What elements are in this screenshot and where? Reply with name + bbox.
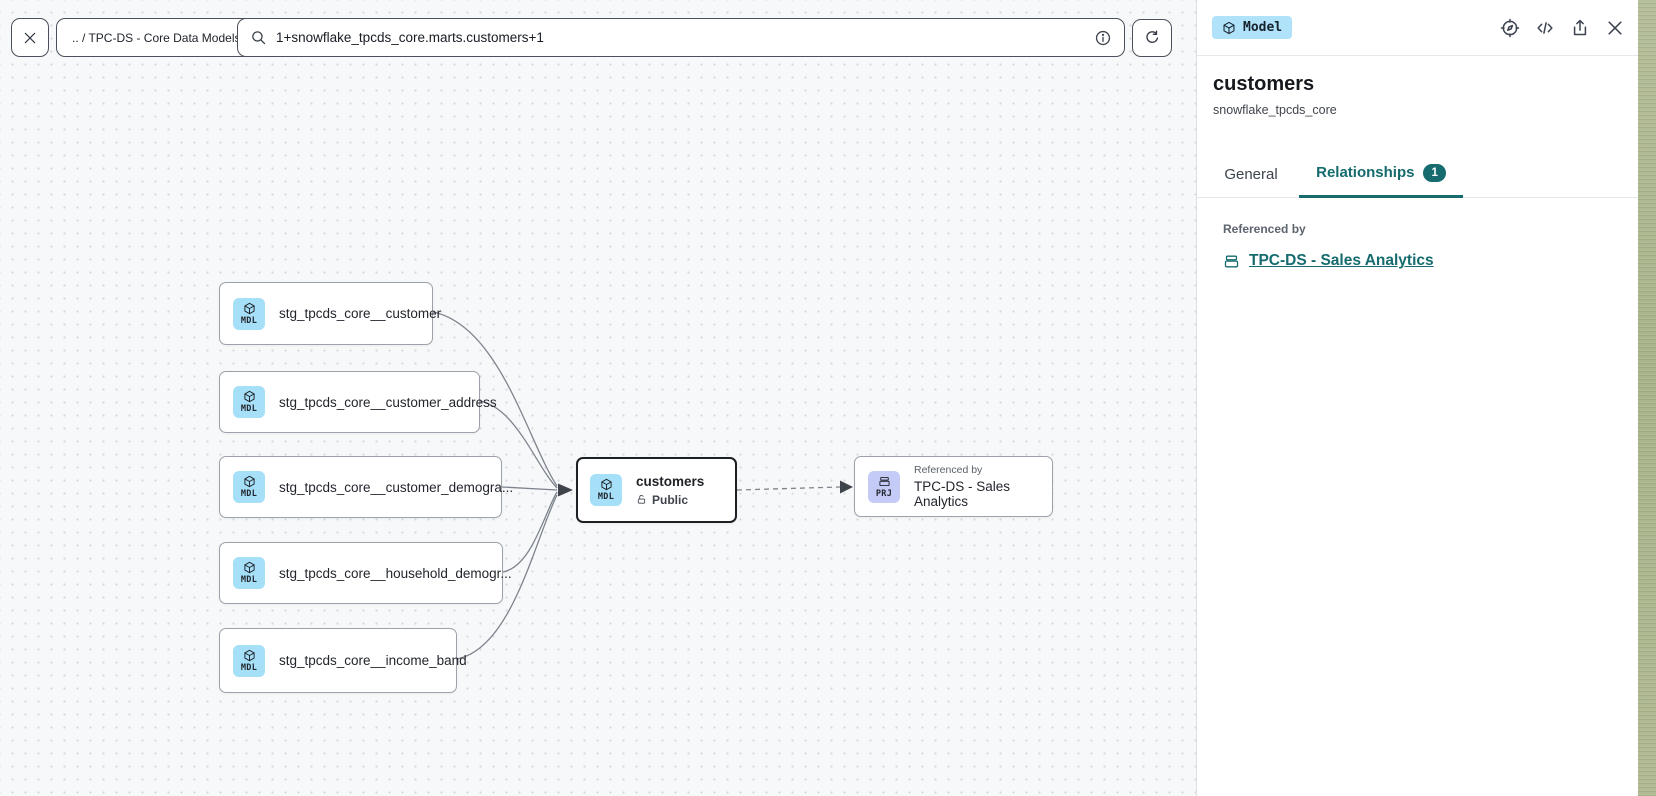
cube-icon [243, 649, 255, 661]
referenced-by-item[interactable]: TPC-DS - Sales Analytics [1223, 252, 1638, 270]
close-icon [1608, 21, 1622, 35]
explore-lineage-button[interactable] [1499, 17, 1521, 39]
refresh-lineage-button[interactable] [1132, 19, 1172, 57]
model-node-badge: MDL [590, 474, 622, 506]
lineage-search[interactable] [237, 18, 1125, 57]
project-node-badge: PRJ [868, 470, 900, 503]
search-input[interactable] [276, 30, 1094, 45]
close-lineage-button[interactable] [11, 18, 49, 57]
node-label: TPC-DS - Sales Analytics [914, 479, 1011, 509]
share-icon [1573, 19, 1587, 36]
node-type-tag: MDL [597, 492, 615, 502]
node-label: stg_tpcds_core__customer_address [279, 394, 497, 410]
model-node-badge: MDL [233, 297, 265, 330]
model-node-stg-tpcds-core-customer-address[interactable]: MDL stg_tpcds_core__customer_address [219, 371, 497, 433]
model-node-badge: MDL [233, 557, 265, 589]
relationships-tab-content: Referenced by TPC-DS - Sales Analytics [1197, 199, 1638, 796]
lineage-edges [432, 311, 853, 660]
share-button[interactable] [1569, 17, 1591, 39]
lineage-canvas[interactable]: MDL stg_tpcds_core__customer MDL stg_tpc… [0, 0, 1196, 796]
tab-label: Relationships [1316, 164, 1415, 181]
cube-icon [243, 475, 255, 488]
close-icon [24, 32, 36, 43]
model-node-badge: MDL [233, 386, 265, 418]
referenced-by-link[interactable]: TPC-DS - Sales Analytics [1249, 252, 1434, 269]
node-label: stg_tpcds_core__income_band [279, 653, 467, 668]
cube-icon [1223, 21, 1235, 34]
model-node-stg-tpcds-core-customer[interactable]: MDL stg_tpcds_core__customer [219, 282, 441, 345]
resource-type-badge: Model [1212, 16, 1293, 39]
node-visibility: Public [652, 492, 689, 507]
details-panel: Model customers snowflake_tpcds_core [1196, 0, 1638, 796]
node-type-tag: MDL [240, 489, 258, 499]
project-node-tpcds-sales-analytics[interactable]: PRJ Referenced by TPC-DS - Sales Analyti… [854, 456, 1053, 517]
refresh-icon [1146, 30, 1159, 43]
node-label: stg_tpcds_core__customer_demogra... [279, 479, 514, 495]
tab-relationships[interactable]: Relationships 1 [1299, 150, 1463, 198]
cube-icon [243, 561, 255, 574]
node-label: stg_tpcds_core__customer [279, 306, 442, 321]
node-type-tag: PRJ [875, 488, 893, 499]
model-node-badge: MDL [233, 644, 265, 677]
node-label: customers [636, 473, 705, 489]
panel-header: Model [1197, 0, 1638, 56]
archive-icon [1224, 255, 1239, 267]
model-node-stg-tpcds-core-customer-demographics[interactable]: MDL stg_tpcds_core__customer_demogra... [219, 456, 513, 518]
model-node-stg-tpcds-core-household-demographics[interactable]: MDL stg_tpcds_core__household_demogr... [219, 542, 512, 604]
archive-icon [878, 476, 890, 486]
node-type-tag: MDL [240, 404, 258, 414]
breadcrumb[interactable]: .. / TPC-DS - Core Data Models [56, 18, 257, 57]
resource-type-label: Model [1243, 20, 1283, 35]
lock-open-icon [637, 494, 646, 504]
view-code-button[interactable] [1534, 17, 1556, 39]
close-panel-button[interactable] [1604, 17, 1626, 39]
tab-general[interactable]: General [1213, 150, 1289, 198]
search-icon [252, 31, 266, 45]
model-node-badge: MDL [233, 471, 265, 503]
info-icon[interactable] [1094, 29, 1112, 47]
relationships-count-badge: 1 [1423, 163, 1446, 182]
cube-icon [243, 390, 255, 403]
node-type-tag: MDL [240, 662, 258, 673]
panel-tabs: General Relationships 1 [1197, 150, 1638, 198]
node-type-tag: MDL [240, 575, 258, 585]
code-icon [1537, 22, 1553, 34]
node-type-tag: MDL [240, 315, 258, 326]
schema-subtitle: snowflake_tpcds_core [1213, 103, 1337, 117]
node-label: stg_tpcds_core__household_demogr... [279, 565, 512, 581]
compass-icon [1500, 18, 1520, 38]
node-kicker: Referenced by [914, 464, 983, 476]
breadcrumb-label: .. / TPC-DS - Core Data Models [72, 30, 241, 45]
model-node-customers-selected[interactable]: MDL customers Public [576, 457, 737, 523]
tab-label: General [1224, 165, 1278, 183]
cube-icon [600, 478, 612, 491]
referenced-by-heading: Referenced by [1223, 222, 1306, 236]
model-node-stg-tpcds-core-income-band[interactable]: MDL stg_tpcds_core__income_band [219, 628, 467, 693]
desktop-wallpaper-sliver [1638, 0, 1656, 796]
page-title: customers [1213, 73, 1315, 95]
cube-icon [243, 302, 255, 314]
